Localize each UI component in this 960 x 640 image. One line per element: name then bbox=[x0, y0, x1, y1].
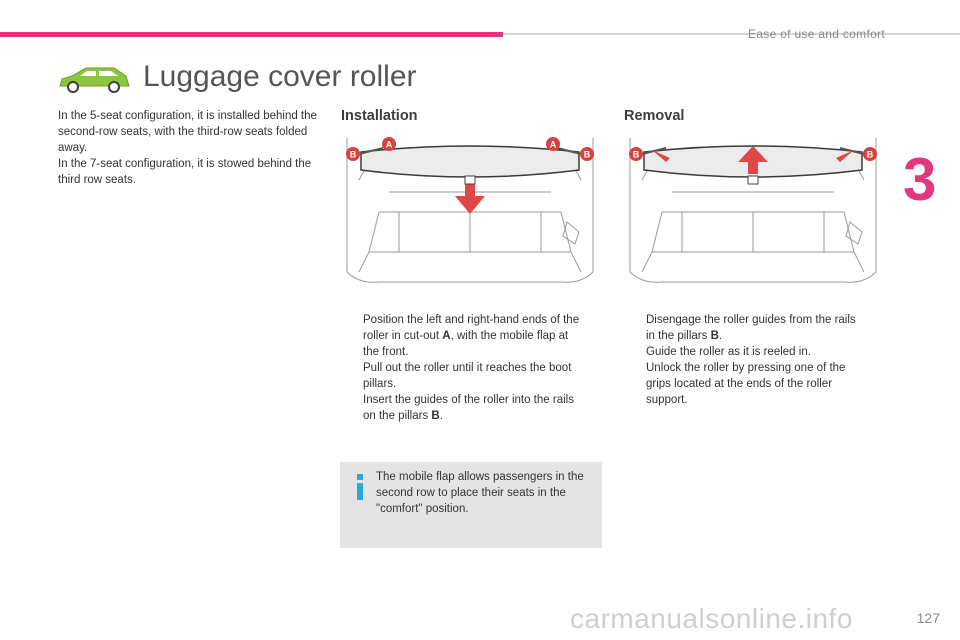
info-icon bbox=[357, 474, 363, 500]
step-text: Position the left and right-hand ends of… bbox=[363, 314, 580, 342]
removal-steps: Disengage the roller guides from the rai… bbox=[624, 312, 866, 408]
list-item: Pull out the roller until it reaches the… bbox=[341, 360, 583, 392]
watermark: carmanualsonline.info bbox=[570, 603, 853, 634]
removal-heading: Removal bbox=[624, 108, 685, 124]
page-number: 127 bbox=[916, 610, 940, 626]
chapter-number: 3 bbox=[903, 146, 937, 213]
list-item: Insert the guides of the roller into the… bbox=[341, 392, 583, 424]
step-text: Insert the guides of the roller into the… bbox=[363, 394, 574, 422]
info-text: The mobile flap allows passengers in the… bbox=[376, 471, 584, 515]
step-text: . bbox=[718, 330, 723, 342]
removal-illustration: B B bbox=[629, 138, 877, 283]
info-box: The mobile flap allows passengers in the… bbox=[340, 462, 602, 548]
installation-heading: Installation bbox=[341, 108, 418, 124]
step-text: Disengage the roller guides from the rai… bbox=[646, 314, 856, 342]
car-icon bbox=[59, 67, 130, 93]
intro-text: In the 5-seat configuration, it is insta… bbox=[58, 108, 326, 188]
step-ref: A bbox=[442, 330, 451, 342]
section-title: Ease of use and comfort bbox=[748, 27, 885, 41]
list-item: Unlock the roller by pressing one of the… bbox=[624, 360, 866, 408]
intro-paragraph: In the 5-seat configuration, it is insta… bbox=[58, 110, 317, 154]
page-title: Luggage cover roller bbox=[143, 60, 417, 93]
installation-steps: Position the left and right-hand ends of… bbox=[341, 312, 583, 424]
header-accent-bar bbox=[0, 32, 503, 37]
header-divider bbox=[503, 33, 960, 35]
step-text: Unlock the roller by pressing one of the… bbox=[646, 362, 846, 406]
step-ref: B bbox=[710, 330, 719, 342]
installation-illustration: A A B B bbox=[346, 137, 594, 283]
step-text: . bbox=[439, 410, 443, 422]
callout-label: A bbox=[386, 140, 393, 150]
callout-label: B bbox=[633, 150, 640, 160]
step-text: , with the mobile flap at the front. bbox=[363, 330, 569, 358]
callout-label: A bbox=[550, 140, 557, 150]
step-text: Pull out the roller until it reaches the… bbox=[363, 362, 572, 390]
callout-label: B bbox=[867, 150, 874, 160]
callout-label: B bbox=[350, 150, 357, 160]
callout-label: B bbox=[584, 150, 591, 160]
step-ref: B bbox=[431, 410, 440, 422]
intro-paragraph: In the 7-seat configuration, it is stowe… bbox=[58, 158, 312, 186]
step-text: Guide the roller as it is reeled in. bbox=[646, 346, 811, 358]
list-item: Position the left and right-hand ends of… bbox=[341, 312, 583, 360]
list-item: Guide the roller as it is reeled in. bbox=[624, 344, 866, 360]
list-item: Disengage the roller guides from the rai… bbox=[624, 312, 866, 344]
